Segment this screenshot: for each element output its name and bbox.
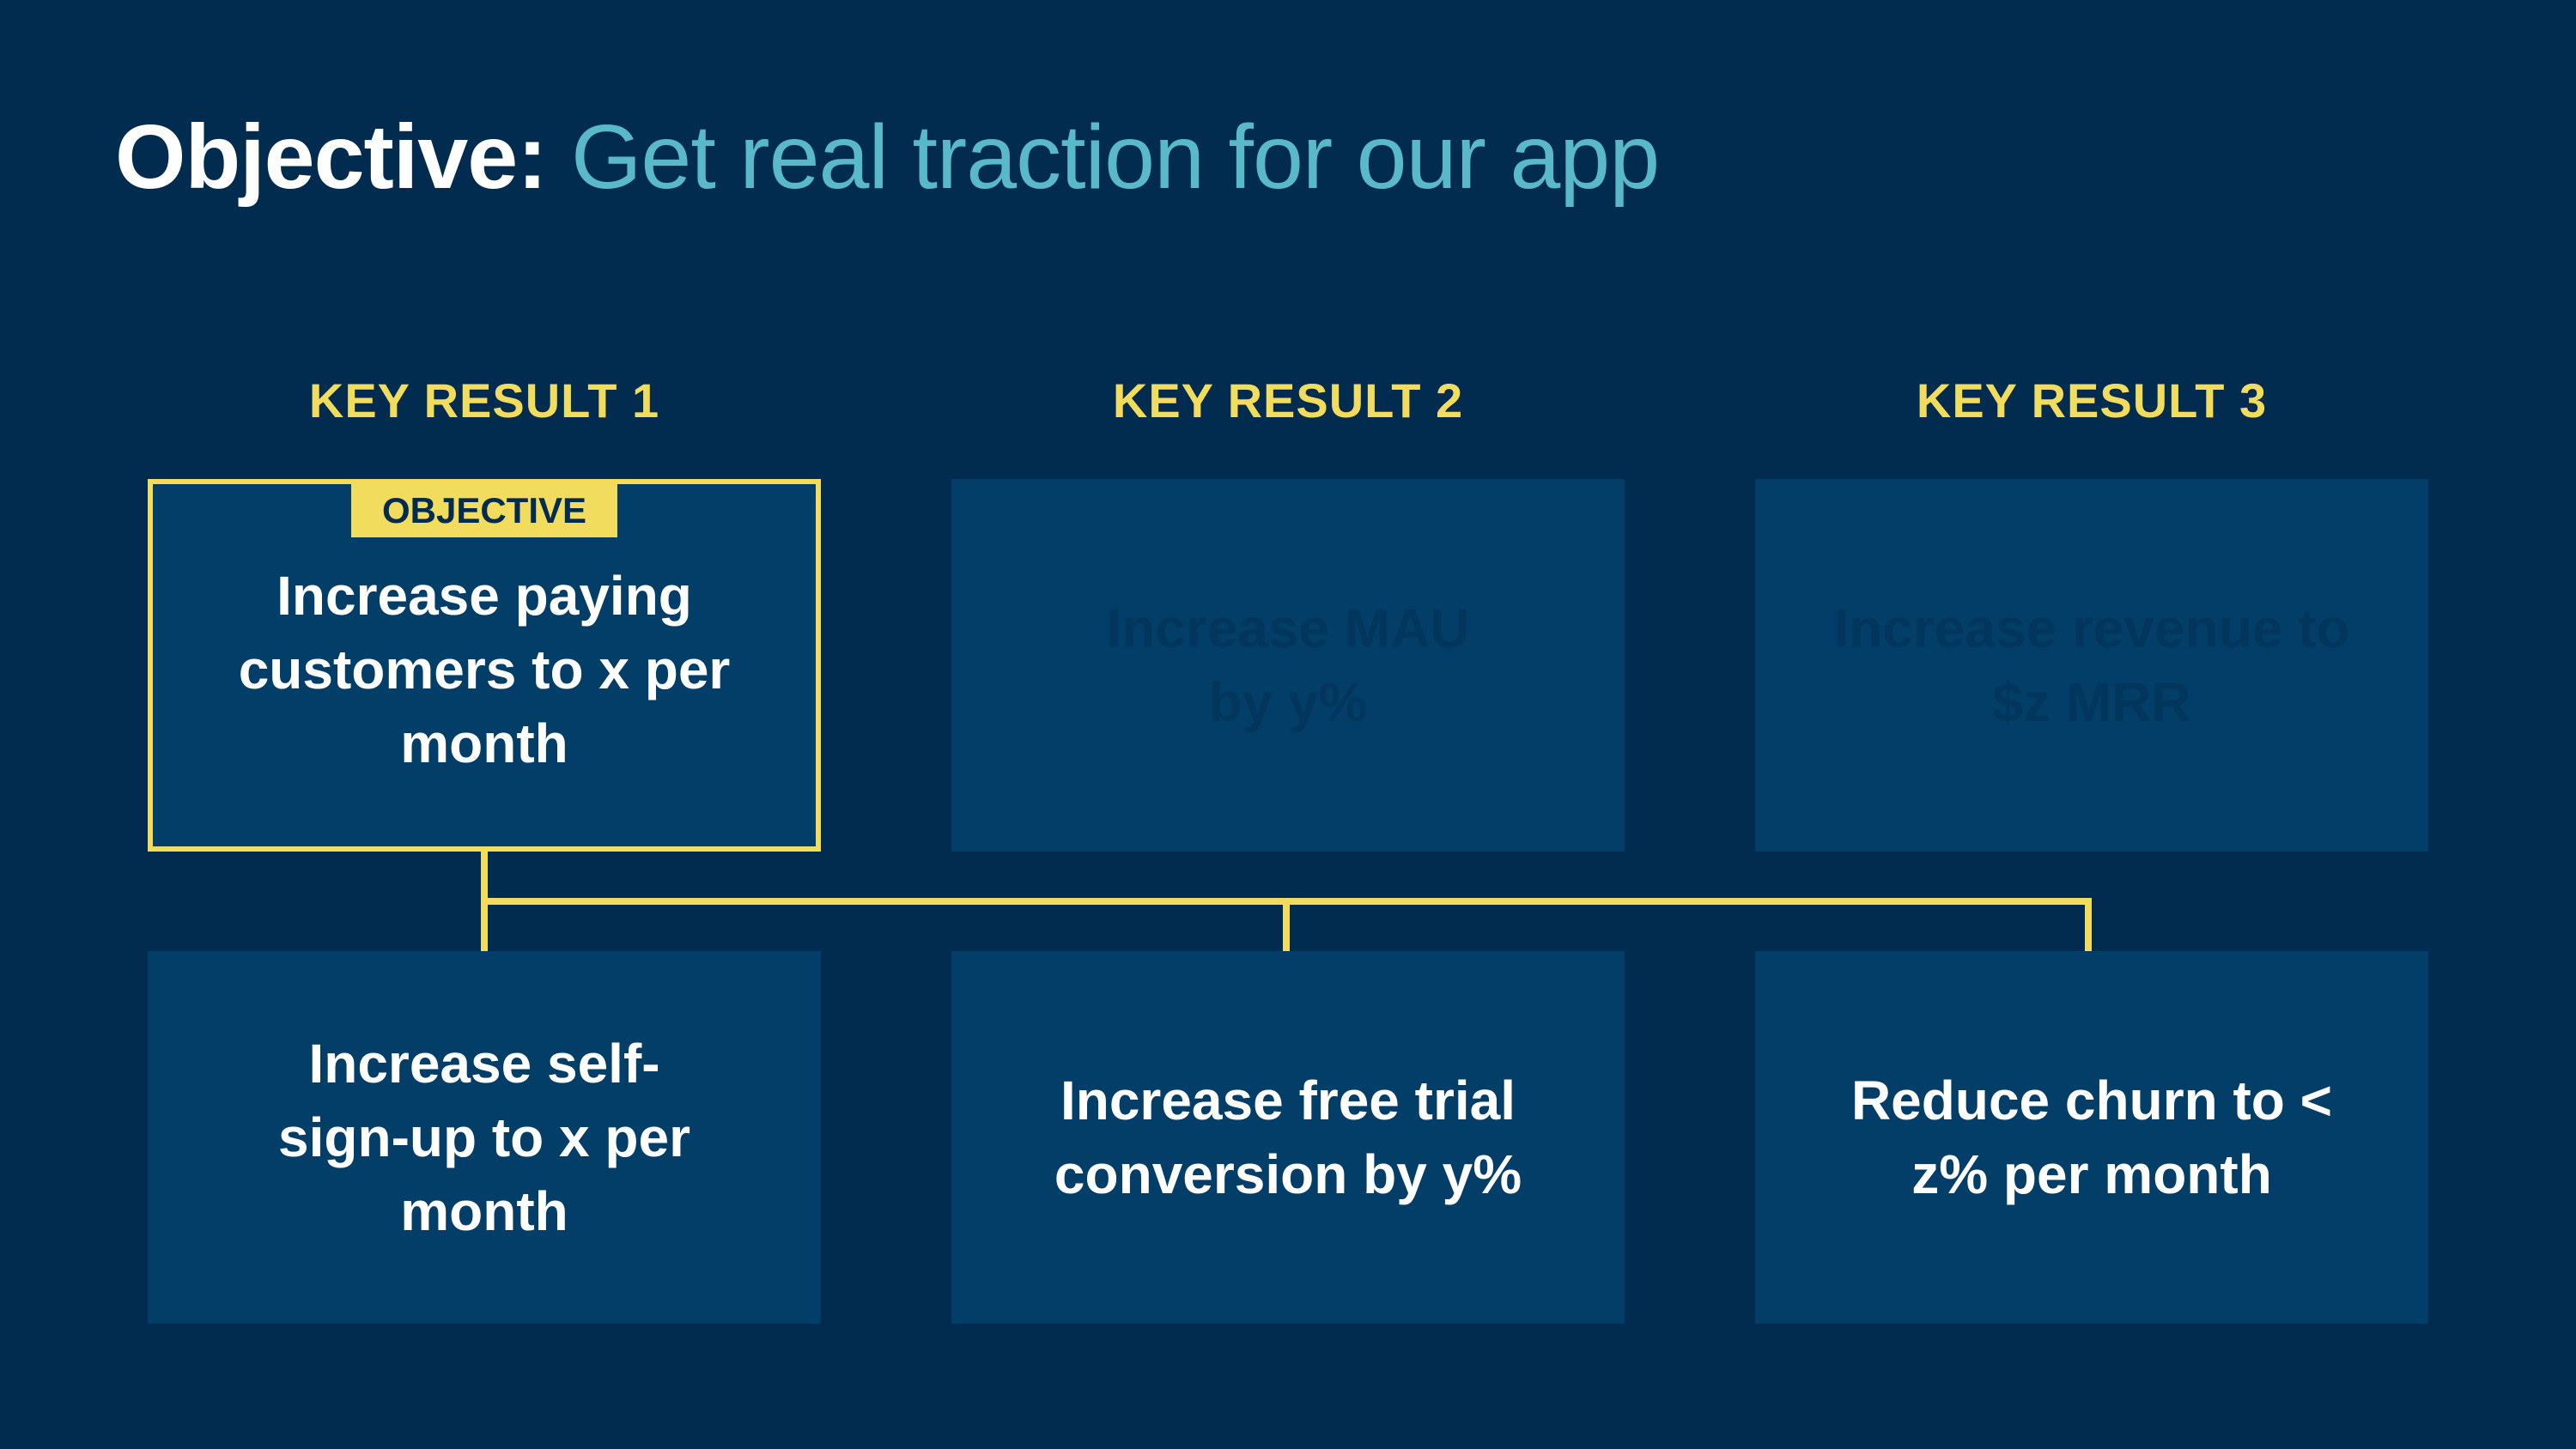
sub-result-3-text: Reduce churn to < z% per month bbox=[1850, 1070, 2333, 1205]
objective-badge: OBJECTIVE bbox=[350, 484, 618, 537]
key-result-3-text: Increase revenue to $z MRR bbox=[1833, 597, 2350, 733]
page-title: Objective: Get real traction for our app bbox=[115, 101, 1660, 213]
sub-result-2-box[interactable]: Increase free trial conversion by y% bbox=[951, 951, 1625, 1324]
title-main: Get real traction for our app bbox=[570, 106, 1660, 208]
key-result-1-text: Increase paying customers to x per month bbox=[238, 565, 731, 774]
key-result-2-box[interactable]: Increase MAU by y% bbox=[951, 479, 1625, 852]
key-result-3-box[interactable]: Increase revenue to $z MRR bbox=[1755, 479, 2428, 852]
key-result-2-heading: KEY RESULT 2 bbox=[1112, 373, 1464, 427]
key-result-1-heading: KEY RESULT 1 bbox=[308, 373, 660, 427]
key-result-1-box[interactable]: OBJECTIVE Increase paying customers to x… bbox=[148, 479, 821, 852]
sub-result-1-text: Increase self-sign-up to x per month bbox=[278, 1033, 690, 1242]
sub-result-3-box[interactable]: Reduce churn to < z% per month bbox=[1755, 951, 2428, 1324]
title-prefix: Objective: bbox=[115, 106, 548, 208]
sub-result-2-text: Increase free trial conversion by y% bbox=[1054, 1070, 1522, 1205]
key-result-3-heading: KEY RESULT 3 bbox=[1916, 373, 2268, 427]
sub-result-1-box[interactable]: Increase self-sign-up to x per month bbox=[148, 951, 821, 1324]
key-result-2-text: Increase MAU by y% bbox=[1106, 597, 1470, 733]
